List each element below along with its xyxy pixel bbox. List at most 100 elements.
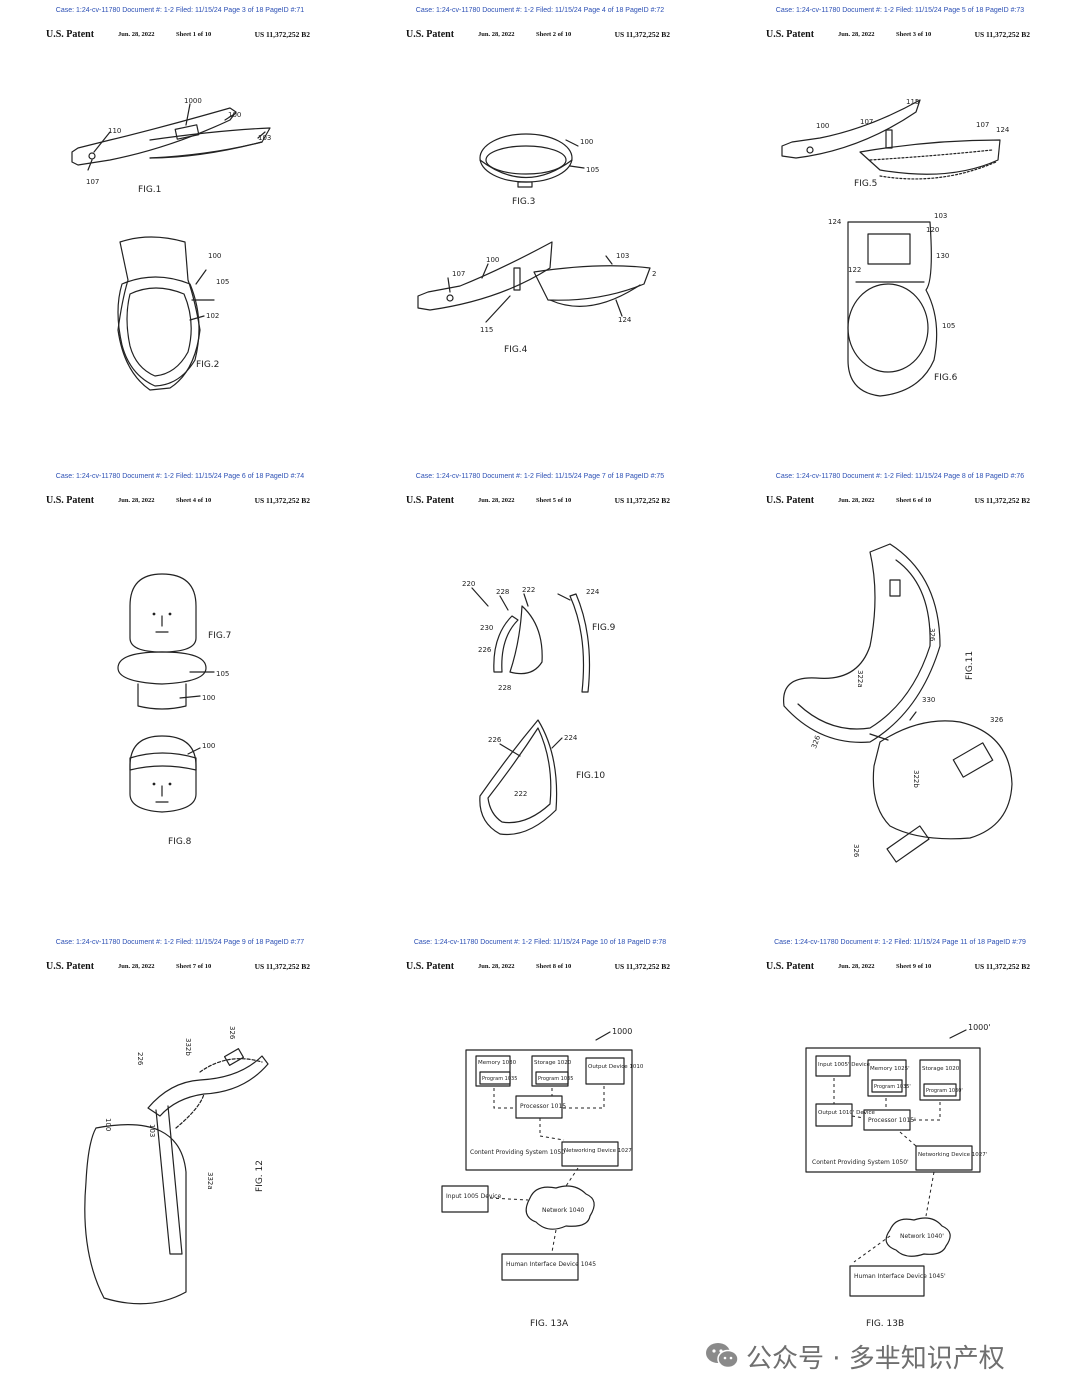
patent-header: U.S. Patent Jun. 28, 2022 Sheet 1 of 10 … <box>46 29 310 43</box>
patent-header: U.S. Patent Jun. 28, 2022 Sheet 6 of 10 … <box>766 495 1030 506</box>
wechat-watermark: 公众号 · 多芈知识产权 <box>704 1338 1044 1374</box>
svg-text:1000: 1000 <box>612 1027 632 1036</box>
case-line: Case: 1:24-cv-11780 Document #: 1-2 File… <box>775 7 1025 14</box>
patent-date: Jun. 28, 2022 <box>118 31 155 38</box>
svg-text:115: 115 <box>906 98 919 106</box>
svg-text:2: 2 <box>652 270 656 278</box>
svg-text:326: 326 <box>928 628 936 642</box>
svg-text:FIG.7: FIG.7 <box>208 631 231 641</box>
patent-sheet-2: Case: 1:24-cv-11780 Document #: 1-2 File… <box>360 0 720 466</box>
ref-label: 1000 <box>184 97 202 105</box>
svg-text:228: 228 <box>498 684 511 692</box>
svg-text:326: 326 <box>990 716 1004 724</box>
wechat-icon <box>706 1343 739 1369</box>
svg-text:100: 100 <box>202 742 215 750</box>
svg-text:FIG. 12: FIG. 12 <box>255 1160 265 1192</box>
svg-text:Network 1040': Network 1040' <box>900 1233 944 1240</box>
patent-sheet-4: Case: 1:24-cv-11780 Document #: 1-2 File… <box>0 466 360 932</box>
patent-number: US 11,372,252 B2 <box>254 30 310 39</box>
svg-text:100: 100 <box>202 694 215 702</box>
svg-text:330: 330 <box>922 696 935 704</box>
svg-text:130: 130 <box>936 252 949 260</box>
svg-text:Output Device 1010: Output Device 1010 <box>588 1064 644 1070</box>
patent-sheet-6: Case: 1:24-cv-11780 Document #: 1-2 File… <box>720 466 1080 932</box>
sheet-number: Sheet 8 of 10 <box>536 963 572 970</box>
svg-text:120: 120 <box>926 226 939 234</box>
patent-header: U.S. Patent Jun. 28, 2022 Sheet 8 of 10 … <box>406 961 670 972</box>
svg-text:FIG.6: FIG.6 <box>934 373 958 383</box>
sheet-number: Sheet 6 of 10 <box>896 497 932 504</box>
svg-text:100: 100 <box>580 138 593 146</box>
case-line: Case: 1:24-cv-11780 Document #: 1-2 File… <box>775 473 1025 480</box>
fig-12-drawing: 332b 326 226 100 103 332a FIG. 12 <box>84 1026 269 1305</box>
svg-text:107: 107 <box>976 121 989 129</box>
svg-text:322b: 322b <box>912 770 920 788</box>
patent-sheet-3: Case: 1:24-cv-11780 Document #: 1-2 File… <box>720 0 1080 466</box>
svg-text:124: 124 <box>618 316 632 324</box>
svg-text:Content Providing System 1050': Content Providing System 1050' <box>812 1159 909 1166</box>
svg-text:102: 102 <box>206 312 219 320</box>
patent-header: U.S. Patent Jun. 28, 2022 Sheet 5 of 10 … <box>406 495 670 506</box>
svg-text:220: 220 <box>462 580 475 588</box>
patent-header: U.S. Patent Jun. 28, 2022 Sheet 4 of 10 … <box>46 495 310 506</box>
svg-text:122: 122 <box>848 266 861 274</box>
sheet-number: Sheet 7 of 10 <box>176 963 212 970</box>
fig-5-6-drawing: 100 107 115 107 124 FIG.5 124 103 120 13… <box>781 98 1010 397</box>
patent-header: U.S. Patent Jun. 28, 2022 Sheet 7 of 10 … <box>46 961 310 972</box>
svg-text:222: 222 <box>522 586 535 594</box>
svg-text:100: 100 <box>816 122 829 130</box>
svg-text:FIG.4: FIG.4 <box>504 345 528 355</box>
patent-header: U.S. Patent Jun. 28, 2022 Sheet 9 of 10 … <box>766 961 1030 972</box>
case-line: Case: 1:24-cv-11780 Document #: 1-2 File… <box>55 7 305 14</box>
sheet-number: Sheet 1 of 10 <box>176 31 212 38</box>
svg-text:124: 124 <box>996 126 1010 134</box>
svg-text:226: 226 <box>136 1052 144 1066</box>
case-line: Case: 1:24-cv-11780 Document #: 1-2 File… <box>55 473 305 480</box>
patent-sheet-9: Case: 1:24-cv-11780 Document #: 1-2 File… <box>720 932 1080 1398</box>
svg-text:Storage 1020: Storage 1020 <box>534 1060 572 1066</box>
svg-text:Output 1010' Device: Output 1010' Device <box>818 1110 876 1116</box>
svg-text:224: 224 <box>586 588 600 596</box>
svg-text:Processor 1015': Processor 1015' <box>868 1117 916 1124</box>
patent-header: U.S. Patent Jun. 28, 2022 Sheet 2 of 10 … <box>406 29 670 40</box>
svg-text:FIG.11: FIG.11 <box>965 651 975 680</box>
svg-text:332b: 332b <box>184 1038 192 1056</box>
svg-text:105: 105 <box>942 322 955 330</box>
fig-3-4-drawing: 100 105 FIG.3 100 103 107 115 124 FIG.4 … <box>417 133 656 355</box>
svg-text:Content Providing System 1050: Content Providing System 1050 <box>470 1149 565 1156</box>
fig-7-8-drawing: FIG.7 105 100 100 FIG.8 <box>117 573 231 847</box>
svg-text:100: 100 <box>228 111 241 119</box>
sheet-number: Sheet 9 of 10 <box>896 963 932 970</box>
case-line: Case: 1:24-cv-11780 Document #: 1-2 File… <box>413 939 667 946</box>
svg-text:103: 103 <box>148 1124 156 1137</box>
patent-label: U.S. Patent <box>46 29 95 40</box>
svg-text:115: 115 <box>480 326 493 334</box>
svg-text:Program 1030': Program 1030' <box>926 1088 963 1094</box>
svg-text:222: 222 <box>514 790 527 798</box>
svg-text:FIG.9: FIG.9 <box>592 623 616 633</box>
svg-text:105: 105 <box>216 670 229 678</box>
svg-text:Memory 1025': Memory 1025' <box>870 1066 910 1072</box>
svg-text:Processor 1015: Processor 1015 <box>520 1103 566 1110</box>
svg-text:103: 103 <box>258 134 271 142</box>
svg-text:107: 107 <box>452 270 465 278</box>
fig-13a-block-diagram: 1000 Memory 1030 Program 1035 Storage 10… <box>441 1027 644 1329</box>
case-line: Case: 1:24-cv-11780 Document #: 1-2 File… <box>55 939 305 946</box>
svg-text:107: 107 <box>860 118 873 126</box>
figure-label: FIG.1 <box>138 185 161 195</box>
svg-text:332a: 332a <box>206 1172 214 1190</box>
watermark-text: 公众号 · 多芈知识产权 <box>746 1344 1005 1374</box>
svg-text:FIG.8: FIG.8 <box>168 837 192 847</box>
svg-text:226: 226 <box>478 646 492 654</box>
svg-text:FIG.2: FIG.2 <box>196 360 219 370</box>
svg-text:326: 326 <box>852 844 860 858</box>
sheet-number: Sheet 5 of 10 <box>536 497 572 504</box>
fig-1-2-drawing: 1000 100 103 110 107 FIG.1 100 105 102 F… <box>71 97 271 391</box>
svg-text:228: 228 <box>496 588 509 596</box>
svg-text:103: 103 <box>616 252 629 260</box>
svg-text:Networking Device 1027': Networking Device 1027' <box>918 1152 987 1158</box>
fig-9-10-drawing: 220 228 222 224 230 226 228 FIG.9 226 22… <box>462 580 616 836</box>
svg-text:Network 1040: Network 1040 <box>542 1207 584 1214</box>
svg-text:1000': 1000' <box>968 1023 991 1032</box>
svg-text:FIG.3: FIG.3 <box>512 197 535 207</box>
